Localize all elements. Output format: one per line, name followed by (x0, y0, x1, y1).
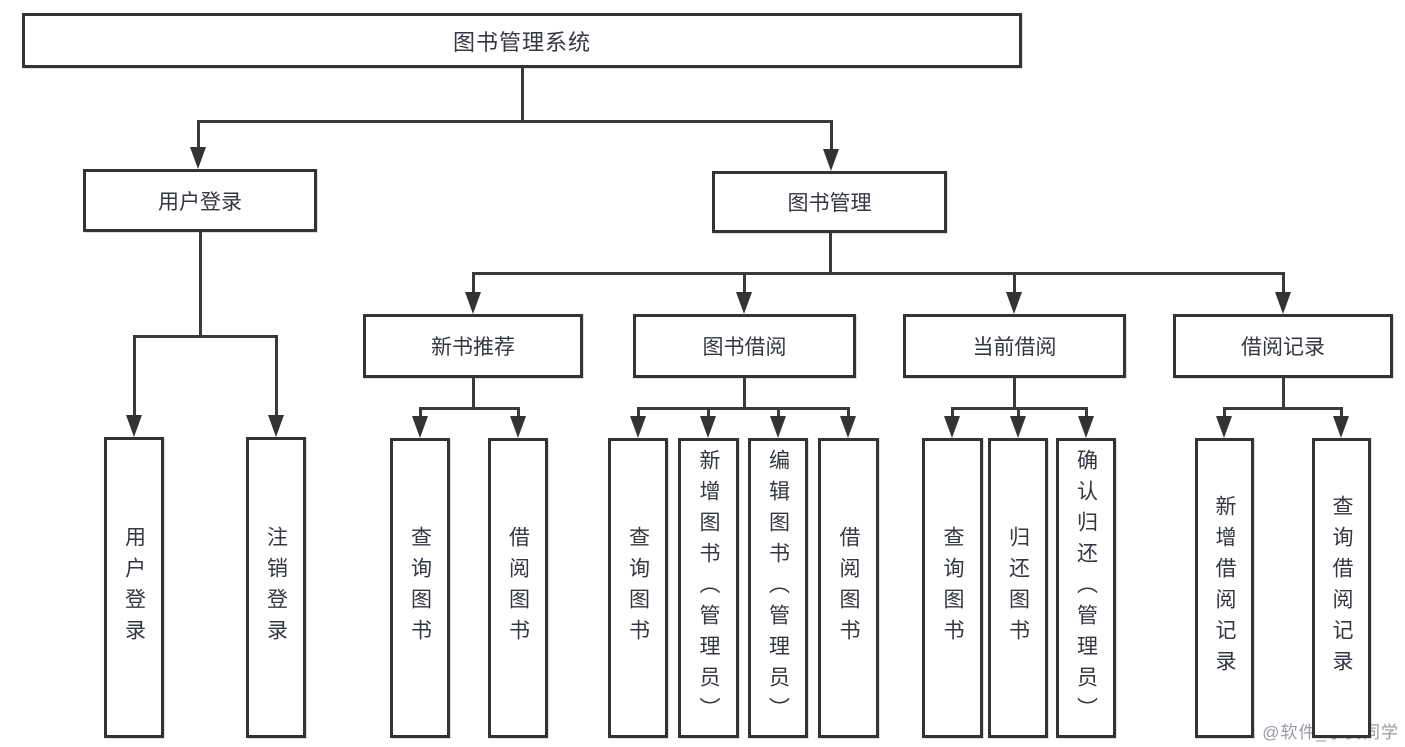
node-root: 图书管理系统 (22, 13, 1022, 68)
node-label: 编辑图书（管理员） (766, 448, 790, 728)
connector-drop (706, 407, 710, 418)
arrow-down-icon (190, 147, 206, 169)
node-label: 查询图书 (408, 526, 432, 650)
arrow-down-icon (630, 416, 646, 438)
connector-rail (636, 407, 850, 410)
node-leaf-query-book-1: 查询图书 (390, 438, 450, 738)
connector-rail (418, 407, 520, 410)
node-label: 新书推荐 (431, 336, 515, 359)
connector-drop (1016, 407, 1020, 418)
arrow-down-icon (1216, 416, 1232, 438)
node-leaf-borrow-book-1: 借阅图书 (488, 438, 548, 738)
arrow-down-icon (700, 416, 716, 438)
node-label: 借阅图书 (837, 526, 860, 650)
node-leaf-add-borrow-record: 新增借阅记录 (1195, 438, 1254, 738)
connector-drop (742, 272, 746, 294)
connector-rail (471, 272, 1285, 275)
connector-drop (636, 407, 640, 418)
connector-rail (1222, 407, 1343, 410)
connector-drop (418, 407, 422, 418)
connector-drop (846, 407, 850, 418)
connector-stem (742, 378, 746, 410)
connector-rail (132, 335, 278, 338)
arrow-down-icon (510, 416, 526, 438)
node-label: 图书管理 (787, 192, 872, 215)
node-label: 图书管理系统 (452, 29, 591, 55)
connector-drop (1222, 407, 1226, 418)
node-leaf-query-book-3: 查询图书 (922, 438, 983, 738)
node-leaf-return-book: 归还图书 (988, 438, 1048, 738)
connector-drop (516, 407, 520, 418)
node-leaf-query-borrow-record: 查询借阅记录 (1312, 438, 1371, 738)
arrow-down-icon (1333, 416, 1349, 438)
arrow-down-icon (1006, 292, 1022, 314)
connector-drop (1339, 407, 1343, 418)
arrow-down-icon (944, 416, 960, 438)
arrow-down-icon (736, 292, 752, 314)
connector-stem (471, 378, 475, 410)
arrow-down-icon (268, 415, 284, 437)
connector-drop (776, 407, 780, 418)
node-label: 查询图书 (941, 526, 964, 650)
node-current-borrow: 当前借阅 (903, 314, 1126, 378)
arrow-down-icon (126, 415, 142, 437)
node-label: 借阅记录 (1241, 336, 1325, 359)
node-leaf-user-login: 用户登录 (104, 437, 164, 738)
arrow-down-icon (770, 416, 786, 438)
node-borrow-records: 借阅记录 (1173, 314, 1393, 378)
connector-stem (520, 68, 524, 123)
node-book-management: 图书管理 (712, 171, 947, 233)
connector-drop (196, 120, 200, 149)
arrow-down-icon (1078, 416, 1094, 438)
node-new-book-recommend: 新书推荐 (363, 314, 583, 378)
node-label: 当前借阅 (972, 336, 1057, 359)
node-label: 图书借阅 (702, 336, 787, 359)
connector-stem (1012, 378, 1016, 410)
connector-stem (198, 232, 202, 338)
connector-drop (471, 272, 475, 294)
node-leaf-query-book-2: 查询图书 (608, 438, 668, 738)
node-leaf-add-book-admin: 新增图书（管理员） (678, 438, 739, 738)
arrow-down-icon (1010, 416, 1026, 438)
node-label: 归还图书 (1006, 526, 1030, 650)
node-label: 注销登录 (264, 525, 288, 650)
node-label: 查询图书 (626, 526, 650, 650)
node-user-login-group: 用户登录 (83, 169, 317, 232)
arrow-down-icon (1275, 292, 1291, 314)
node-label: 用户登录 (158, 190, 242, 214)
node-label: 确认归还（管理员） (1074, 448, 1098, 728)
connector-drop (1084, 407, 1088, 418)
connector-drop (274, 335, 278, 417)
connector-rail (196, 120, 833, 123)
node-label: 用户登录 (122, 525, 146, 650)
connector-drop (1012, 272, 1016, 294)
node-label: 新增图书（管理员） (697, 448, 720, 728)
node-leaf-borrow-book-2: 借阅图书 (818, 438, 879, 738)
arrow-down-icon (412, 416, 428, 438)
arrow-down-icon (465, 292, 481, 314)
arrow-down-icon (840, 416, 856, 438)
node-label: 新增借阅记录 (1213, 495, 1236, 681)
connector-stem (1281, 378, 1285, 410)
node-label: 查询借阅记录 (1330, 495, 1353, 681)
connector-drop (950, 407, 954, 418)
node-book-borrow: 图书借阅 (633, 314, 856, 378)
connector-drop (132, 335, 136, 417)
node-label: 借阅图书 (506, 526, 530, 650)
connector-drop (829, 120, 833, 151)
node-leaf-logout: 注销登录 (246, 437, 306, 738)
node-leaf-edit-book-admin: 编辑图书（管理员） (748, 438, 808, 738)
node-leaf-confirm-return-admin: 确认归还（管理员） (1056, 438, 1116, 738)
connector-drop (1281, 272, 1285, 294)
arrow-down-icon (823, 149, 839, 171)
connector-stem (828, 233, 832, 275)
